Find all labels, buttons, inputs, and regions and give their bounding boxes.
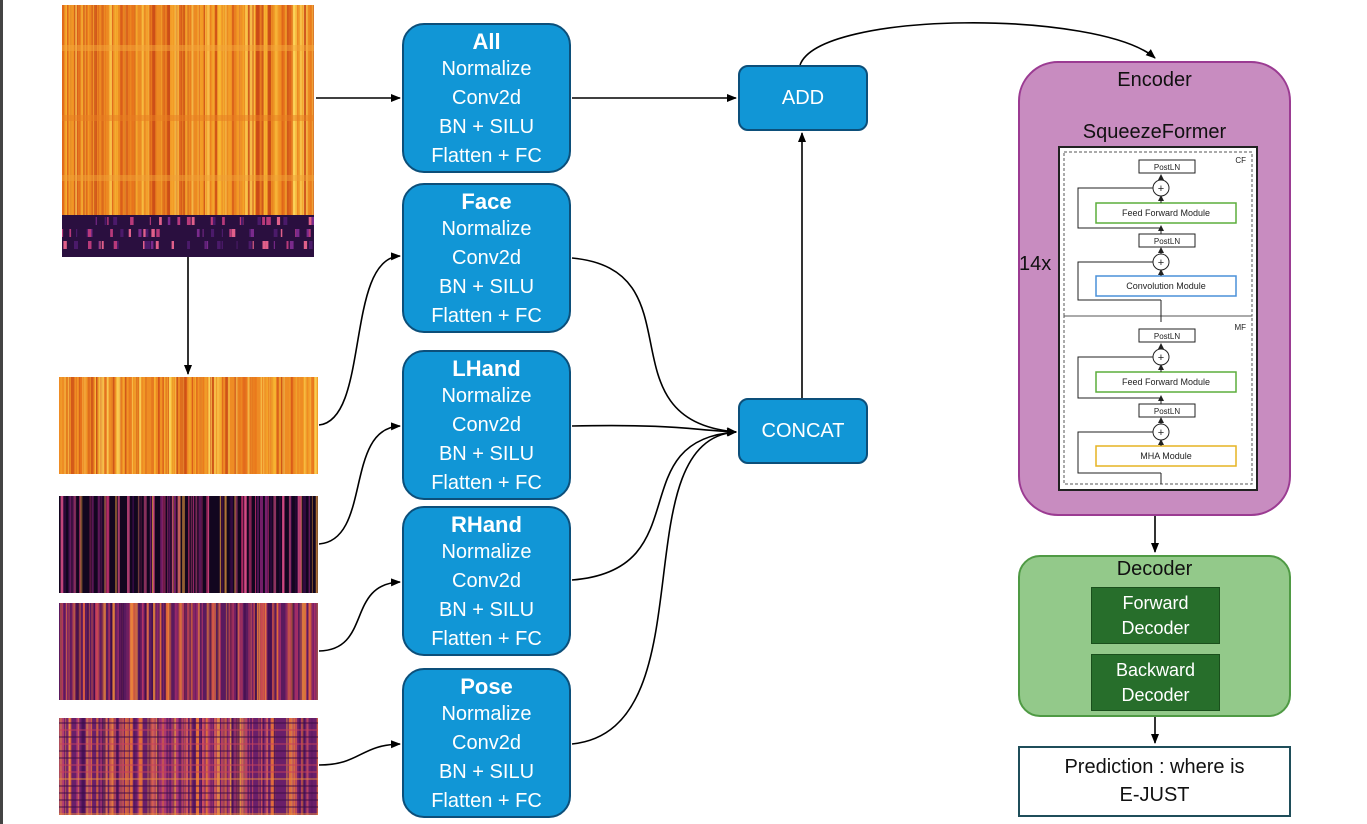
mf-label: MF [1234, 323, 1246, 332]
mf-skip-2 [1077, 356, 1161, 399]
branch-rhand-flatten-fc: Flatten + FC [431, 628, 542, 650]
branch-lhand-normalize: Normalize [441, 385, 532, 407]
branch-lhand-conv2d: Conv2d [452, 414, 521, 436]
mf-skip-1 [1077, 431, 1161, 474]
branch-face-block: Face Normalize Conv2d BN + SILU Flatten … [402, 183, 571, 333]
branch-lhand-title: LHand [452, 356, 521, 381]
pose-heatmap [59, 718, 318, 815]
mf-region [1063, 315, 1253, 485]
cf-postln-2 [1138, 159, 1196, 174]
squeezeformer-block: CF MF Convolution Module + PostLN Feed F… [1058, 146, 1258, 491]
arrow-rhand-block-to-concat [571, 428, 737, 581]
branch-pose-bn-silu: BN + SILU [438, 761, 535, 783]
branch-pose-conv2d: Conv2d [452, 732, 521, 754]
branch-pose-flatten-fc: Flatten + FC [431, 790, 542, 812]
cf-plus-1: + [1158, 257, 1164, 269]
branch-all-block: All Normalize Conv2d BN + SILU Flatten +… [402, 23, 571, 173]
arrow-rhand-image-to-rhand-block [318, 578, 401, 652]
arrow-pose-block-to-concat [571, 428, 737, 745]
branch-face-normalize: Normalize [441, 218, 532, 240]
branch-pose-title: Pose [460, 674, 513, 699]
branch-all-bn-silu: BN + SILU [438, 116, 535, 138]
mf-ffm-label: Feed Forward Module [1122, 377, 1210, 387]
all-landmarks-heatmap [62, 5, 314, 257]
branch-pose-normalize: Normalize [441, 703, 532, 725]
prediction-box: Prediction : where is E-JUST [1018, 746, 1291, 817]
branch-face-title: Face [461, 189, 512, 214]
branch-rhand-conv2d: Conv2d [452, 570, 521, 592]
squeezeformer-title: SqueezeFormer [1082, 121, 1227, 143]
mf-plus-1: + [1158, 427, 1164, 439]
cf-postln-1 [1138, 233, 1196, 248]
branch-lhand-block: LHand Normalize Conv2d BN + SILU Flatten… [402, 350, 571, 500]
backward-decoder-line-2: Decoder [1121, 685, 1190, 705]
arrow-face-image-to-face-block [318, 252, 401, 426]
cf-ffm-label: Feed Forward Module [1122, 208, 1210, 218]
cf-convolution-label: Convolution Module [1126, 281, 1206, 291]
add-label: ADD [781, 86, 825, 109]
branch-face-flatten-fc: Flatten + FC [431, 305, 542, 327]
repeat-count: 14x [1019, 253, 1052, 275]
concat-label: CONCAT [761, 419, 845, 442]
mf-mha-module [1095, 445, 1237, 467]
cf-plus-2: + [1158, 183, 1164, 195]
cf-postln-1-label: PostLN [1154, 237, 1180, 246]
cf-postln-2-label: PostLN [1154, 163, 1180, 172]
branch-lhand-bn-silu: BN + SILU [438, 443, 535, 465]
branch-rhand-title: RHand [451, 512, 522, 537]
mf-feed-forward-module [1095, 371, 1237, 393]
mf-postln-2-label: PostLN [1154, 332, 1180, 341]
branch-all-title: All [472, 29, 501, 54]
cf-feed-forward-module [1095, 202, 1237, 224]
branch-rhand-block: RHand Normalize Conv2d BN + SILU Flatten… [402, 506, 571, 656]
left-edge-bar [0, 0, 3, 824]
cf-skip-2 [1077, 187, 1161, 229]
branch-all-conv2d: Conv2d [452, 87, 521, 109]
forward-decoder: Forward Decoder [1091, 587, 1220, 644]
branch-face-bn-silu: BN + SILU [438, 276, 535, 298]
forward-decoder-line-1: Forward [1122, 593, 1189, 613]
backward-decoder-line-1: Backward [1115, 660, 1196, 680]
branch-lhand-flatten-fc: Flatten + FC [431, 472, 542, 494]
decoder-title: Decoder [1116, 558, 1193, 580]
branch-pose-block: Pose Normalize Conv2d BN + SILU Flatten … [402, 668, 571, 818]
cf-convolution-module [1095, 275, 1237, 297]
arrow-lhand-image-to-lhand-block [318, 422, 401, 545]
backward-decoder: Backward Decoder [1091, 654, 1220, 711]
cf-skip-1 [1077, 261, 1161, 301]
branch-all-flatten-fc: Flatten + FC [431, 145, 542, 167]
left-hand-heatmap [59, 496, 318, 593]
mf-postln-1 [1138, 403, 1196, 418]
branch-rhand-normalize: Normalize [441, 541, 532, 563]
encoder-title: Encoder [1117, 69, 1192, 91]
arrow-face-block-to-concat [571, 257, 737, 436]
add-node: ADD [738, 65, 868, 131]
mf-plus-2: + [1158, 352, 1164, 364]
branch-all-normalize: Normalize [441, 58, 532, 80]
prediction-line-1: Prediction : where is [1064, 756, 1245, 778]
concat-node: CONCAT [738, 398, 868, 464]
arrow-add-to-encoder [799, 22, 1156, 66]
forward-decoder-line-2: Decoder [1121, 618, 1190, 638]
cf-region [1063, 151, 1253, 317]
arrow-lhand-block-to-concat [571, 424, 737, 436]
mf-mha-label: MHA Module [1140, 451, 1192, 461]
branch-rhand-bn-silu: BN + SILU [438, 599, 535, 621]
mf-postln-1-label: PostLN [1154, 407, 1180, 416]
right-hand-heatmap [59, 603, 318, 700]
cf-label: CF [1235, 156, 1246, 165]
prediction-line-2: E-JUST [1119, 784, 1190, 806]
mf-postln-2 [1138, 328, 1196, 343]
arrow-pose-image-to-pose-block [318, 740, 401, 766]
face-landmarks-heatmap [59, 377, 318, 474]
squeezeformer-diagram: CF MF Convolution Module + PostLN Feed F… [1063, 151, 1253, 485]
branch-face-conv2d: Conv2d [452, 247, 521, 269]
